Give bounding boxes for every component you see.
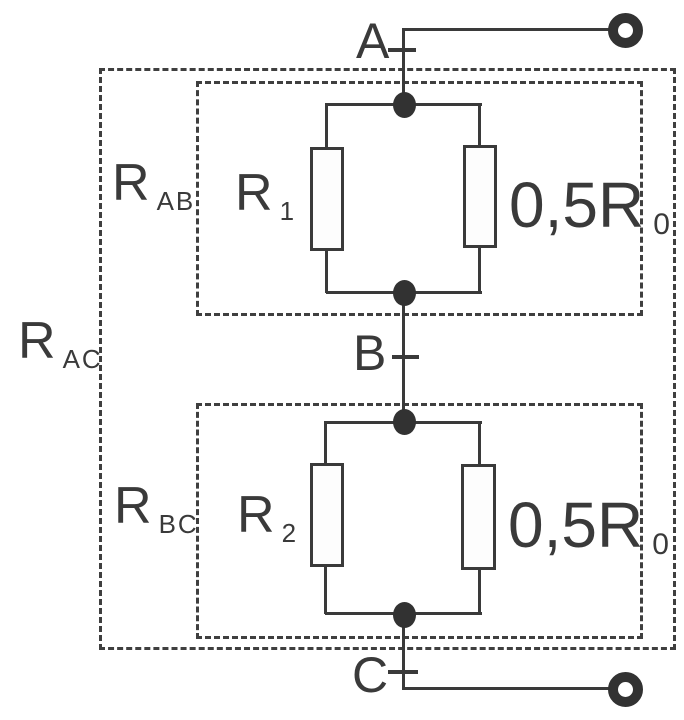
wire-branch1-right-upper [478, 103, 481, 147]
label-half-r0-bottom-subscript: 0 [652, 528, 669, 561]
junction-dot-a [393, 92, 416, 118]
node-c-tick [388, 670, 418, 674]
resistor-r1-body [310, 147, 344, 251]
resistor-r2-body [310, 463, 344, 567]
label-rab-subscript: AB [156, 186, 196, 216]
wire-top-lead-horizontal [403, 28, 609, 31]
wire-branch2-left-lower [324, 565, 327, 614]
wire-node-a-vertical [402, 28, 405, 107]
label-rbc-base: R [114, 477, 152, 535]
group-box-rab [196, 81, 643, 316]
terminal-bottom-icon [608, 672, 643, 707]
label-rac-subscript: AC [62, 344, 103, 374]
terminal-top-icon [608, 13, 643, 48]
wire-branch2-right-lower [478, 568, 481, 614]
wire-node-c-vertical [402, 613, 405, 690]
label-rbc-subscript: BC [158, 509, 199, 539]
label-half-r0-top-base: 0,5R [509, 169, 645, 241]
label-r1-base: R [235, 164, 273, 222]
group-box-rac [99, 68, 676, 650]
node-label-c: C [352, 647, 389, 703]
group-box-rbc [196, 403, 643, 639]
wire-branch2-left-upper [324, 421, 327, 465]
label-half-r0-bottom-base: 0,5R [508, 489, 644, 561]
label-rac-base: R [18, 312, 56, 370]
wire-branch2-right-upper [478, 421, 481, 466]
node-label-a: A [356, 13, 390, 69]
node-label-b: B [353, 325, 387, 381]
junction-dot-branch2-bottom [393, 602, 416, 628]
junction-dot-b [393, 409, 416, 435]
label-half-r0-top-subscript: 0 [653, 208, 670, 241]
node-a-tick [388, 48, 416, 52]
label-r2-subscript: 2 [281, 518, 299, 548]
label-r1-subscript: 1 [279, 196, 297, 226]
resistor-half-r0-bottom-body [461, 464, 496, 570]
resistor-half-r0-top-body [463, 145, 497, 248]
wire-bottom-lead-horizontal [403, 687, 609, 690]
wire-branch1-left-lower [325, 249, 328, 293]
label-rab-base: R [112, 154, 150, 212]
node-b-tick [392, 355, 419, 359]
wire-branch1-right-lower [478, 246, 481, 293]
junction-dot-branch1-bottom [393, 280, 416, 306]
label-r2-base: R [237, 486, 275, 544]
wire-branch1-left-upper [325, 103, 328, 149]
